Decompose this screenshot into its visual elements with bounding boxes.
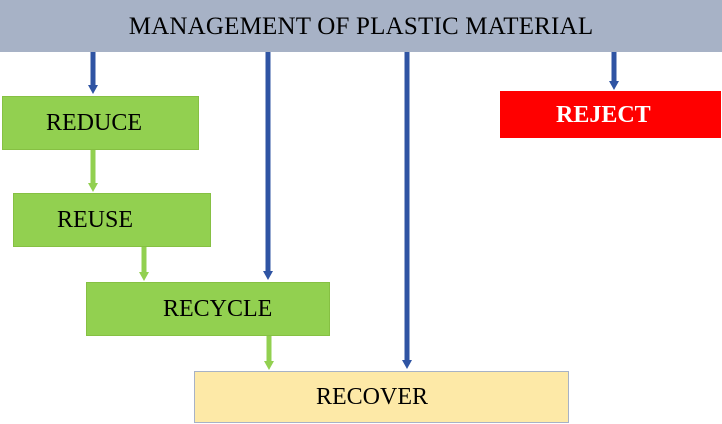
reduce-to-reuse-arrow (88, 150, 98, 192)
header-to-reject-arrow (609, 52, 619, 90)
recycle-box: RECYCLE (86, 282, 330, 336)
recover-label: RECOVER (316, 384, 429, 410)
reuse-to-recycle-arrow (139, 247, 149, 281)
reduce-box: REDUCE (2, 96, 199, 150)
header-title: MANAGEMENT OF PLASTIC MATERIAL (0, 0, 722, 52)
recycle-label: RECYCLE (163, 296, 273, 322)
header-to-recycle-arrow (263, 52, 273, 280)
reject-label: REJECT (556, 101, 651, 128)
header-to-recover-arrow (402, 52, 412, 369)
reuse-box: REUSE (13, 193, 211, 247)
recover-box: RECOVER (194, 371, 569, 423)
reuse-label: REUSE (57, 207, 134, 233)
reject-box: REJECT (500, 91, 721, 138)
reduce-label: REDUCE (46, 110, 142, 136)
header-to-reduce-arrow (88, 52, 98, 94)
recycle-to-recover-arrow (264, 336, 274, 370)
